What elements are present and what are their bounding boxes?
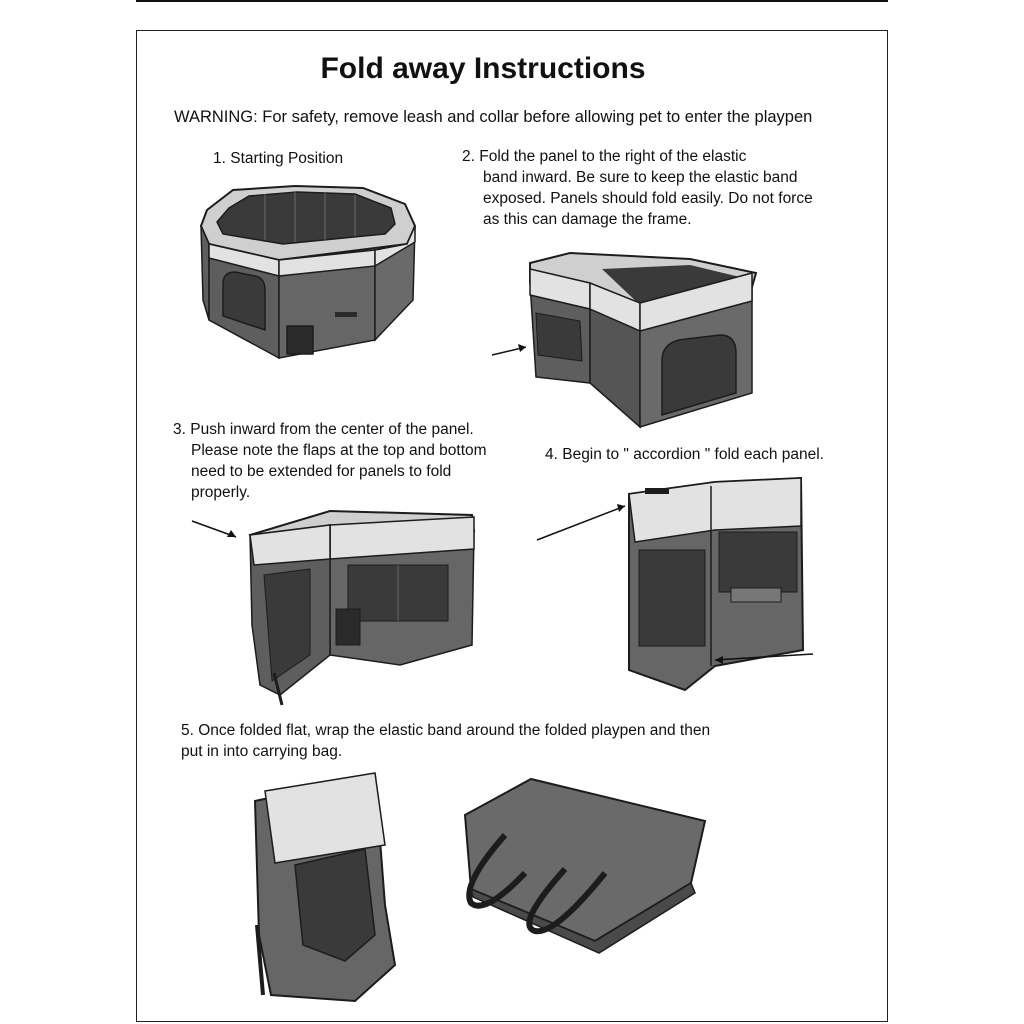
step-1-text: 1. Starting Position [213,148,343,169]
step-5-text: 5. Once folded flat, wrap the elastic ba… [181,720,710,762]
step-line: as this can damage the frame. [483,211,692,228]
step-line: 5. Once folded flat, wrap the elastic ba… [181,722,711,739]
step-line: need to be extended for panels to fold [191,463,452,480]
step-2-text: 2. Fold the panel to the right of the el… [462,146,813,230]
document-title: Fold away Instructions [320,52,646,85]
safety-warning: WARNING: For safety, remove leash and co… [174,108,813,126]
step-line: properly. [191,484,251,501]
figure-playpen-folded-and-bag [253,772,707,1003]
top-rule [136,0,888,2]
figure-playpen-open [199,184,417,360]
page-frame [136,30,888,1022]
step-line: 1. Starting Position [213,150,344,167]
step-line: band inward. Be sure to keep the elastic… [483,169,798,186]
figure-playpen-push-inward [191,509,476,706]
step-line: 2. Fold the panel to the right of the el… [462,148,747,165]
step-line: Please note the flaps at the top and bot… [191,442,487,459]
step-line: put in into carrying bag. [181,743,343,760]
step-line: 4. Begin to " accordion " fold each pane… [545,446,824,463]
figure-playpen-folding-panel [491,251,758,429]
step-line: exposed. Panels should fold easily. Do n… [483,190,813,207]
step-line: 3. Push inward from the center of the pa… [173,421,474,438]
step-4-text: 4. Begin to " accordion " fold each pane… [545,444,824,465]
figure-playpen-accordion-fold [536,476,814,692]
step-3-text: 3. Push inward from the center of the pa… [173,419,487,503]
